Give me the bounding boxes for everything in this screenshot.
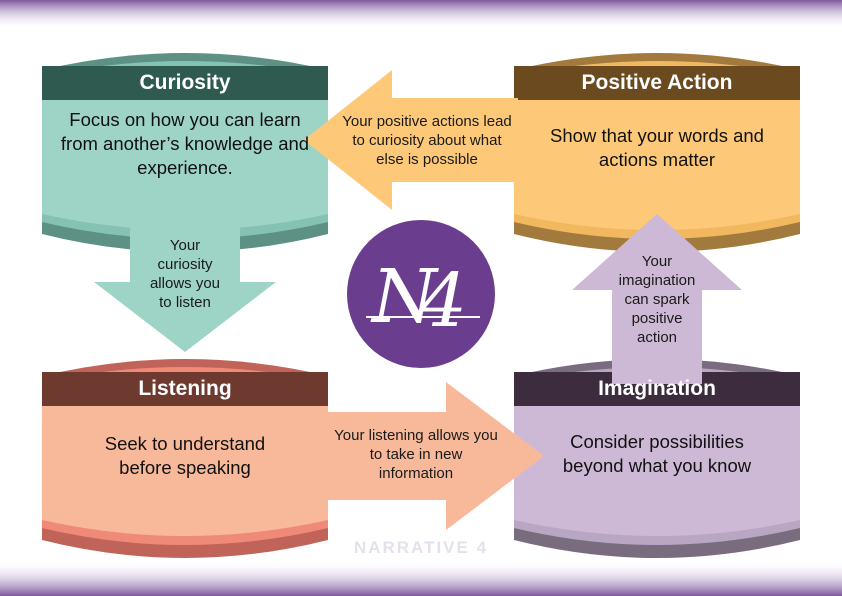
arrow-imagination-to-action xyxy=(572,214,742,384)
arrow-label-imagination-to-action: Your imagination can spark positive acti… xyxy=(618,253,696,346)
arrow-listening-to-imagination xyxy=(324,382,544,530)
n4-logo: N 4 xyxy=(347,220,495,368)
bottom-gradient-band xyxy=(0,560,842,596)
top-gradient-band xyxy=(0,0,842,30)
arrow-label-curiosity-to-listening: Your curiosity allows you to listen xyxy=(149,237,221,311)
curiosity-box xyxy=(42,53,328,252)
curiosity-text: Focus on how you can learn from another’… xyxy=(60,109,310,178)
imagination-box xyxy=(514,359,800,558)
listening-title: Listening xyxy=(138,377,232,400)
arrow-label-action-to-curiosity: Your positive actions lead to curiosity … xyxy=(342,113,512,168)
arrow-action-to-curiosity xyxy=(304,70,518,210)
footer-brand: NARRATIVE 4 xyxy=(353,538,489,557)
svg-text:N: N xyxy=(370,254,439,340)
imagination-text: Consider possibilities beyond what you k… xyxy=(562,431,752,476)
arrow-label-listening-to-imagination: Your listening allows you to take in new… xyxy=(334,427,498,482)
positive-action-title: Positive Action xyxy=(581,71,733,94)
listening-box xyxy=(42,359,328,558)
positive-action-box xyxy=(514,53,800,252)
svg-text:4: 4 xyxy=(419,258,467,344)
curiosity-title: Curiosity xyxy=(139,71,231,94)
positive-action-text: Show that your words and actions matter xyxy=(550,125,764,170)
listening-text: Seek to understand before speaking xyxy=(104,433,266,478)
arrow-curiosity-to-listening xyxy=(94,218,276,352)
imagination-title: Imagination xyxy=(598,377,716,400)
